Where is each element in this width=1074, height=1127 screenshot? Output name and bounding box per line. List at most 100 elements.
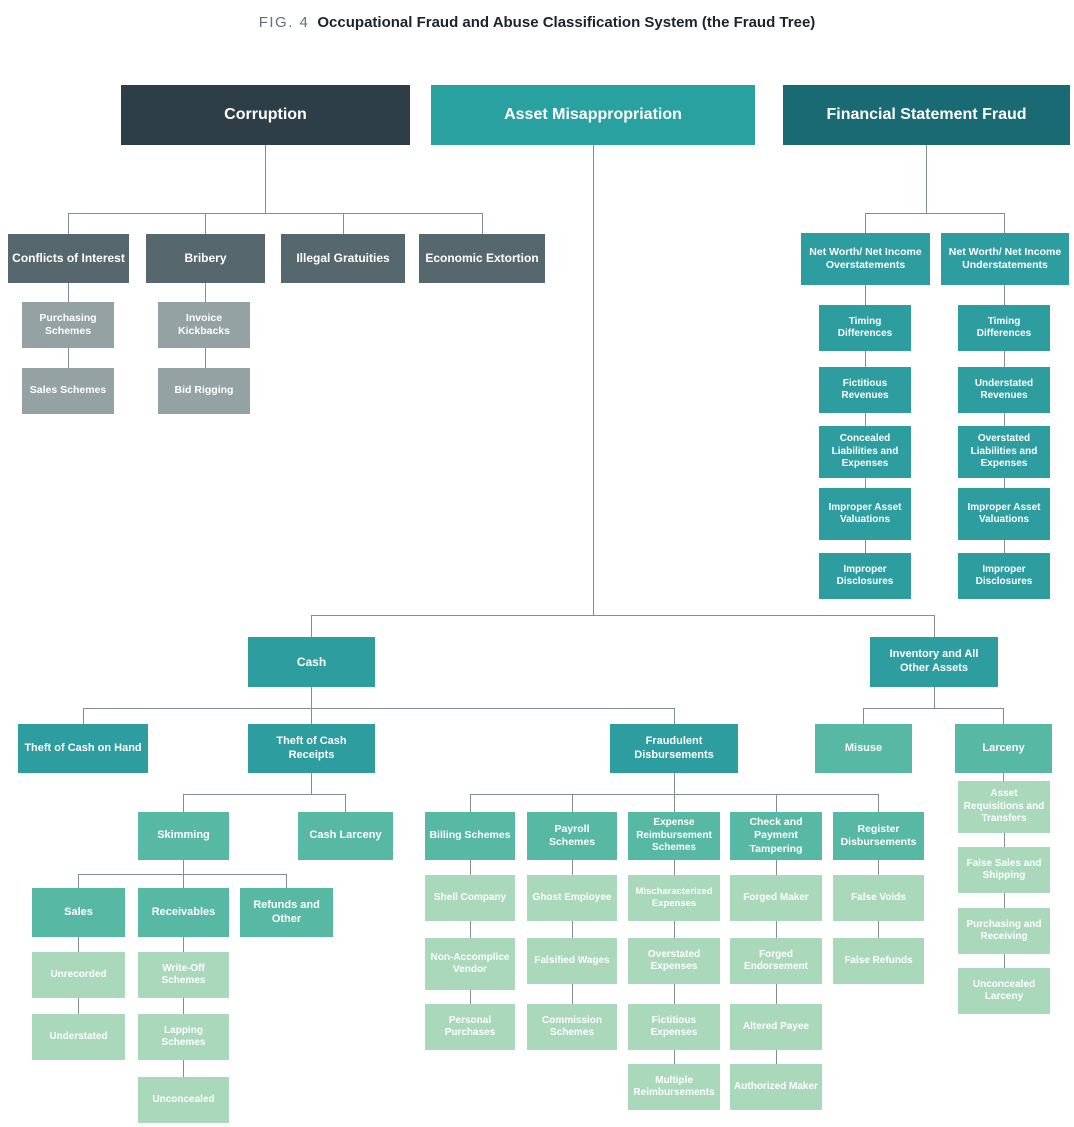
- connector-line: [183, 794, 184, 812]
- connector-line: [776, 794, 777, 812]
- connector-line: [878, 860, 879, 875]
- connector-line: [674, 1050, 675, 1064]
- node-write-off-schemes: Write-Off Schemes: [138, 952, 229, 998]
- node-improper-disclosures-overstatements: Improper Disclosures: [819, 553, 911, 599]
- connector-line: [572, 860, 573, 875]
- connector-line: [1003, 708, 1004, 724]
- node-purchasing-and-receiving: Purchasing and Receiving: [958, 908, 1050, 954]
- connector-line: [1004, 540, 1005, 553]
- connector-line: [863, 708, 864, 724]
- node-illegal-gratuities: Illegal Gratuities: [281, 234, 405, 283]
- connector-line: [78, 937, 79, 952]
- node-receivables: Receivables: [138, 888, 229, 937]
- connector-line: [674, 794, 675, 812]
- node-larceny: Larceny: [955, 724, 1052, 773]
- node-sales-schemes: Sales Schemes: [22, 368, 114, 414]
- node-asset-misappropriation: Asset Misappropriation: [431, 85, 755, 145]
- node-understated: Understated: [32, 1014, 125, 1060]
- node-refunds-and-other: Refunds and Other: [240, 888, 333, 937]
- node-non-accomplice-vendor: Non-Accomplice Vendor: [425, 938, 515, 990]
- node-concealed-liabilities-and-expenses: Concealed Liabilities and Expenses: [819, 426, 911, 478]
- node-shell-company: Shell Company: [425, 875, 515, 921]
- connector-line: [674, 921, 675, 938]
- node-personal-purchases: Personal Purchases: [425, 1004, 515, 1050]
- connector-line: [311, 708, 312, 724]
- node-asset-requisitions-and-transfers: Asset Requisitions and Transfers: [958, 781, 1050, 833]
- connector-line: [1004, 213, 1005, 233]
- connector-line: [1004, 478, 1005, 488]
- node-check-and-payment-tampering: Check and Payment Tampering: [730, 812, 822, 860]
- connector-line: [311, 615, 935, 616]
- node-overstated-liabilities-and-expenses: Overstated Liabilities and Expenses: [958, 426, 1050, 478]
- node-unrecorded: Unrecorded: [32, 952, 125, 998]
- figure-title-text: Occupational Fraud and Abuse Classificat…: [317, 14, 816, 31]
- connector-line: [83, 708, 84, 724]
- connector-line: [345, 794, 346, 812]
- connector-line: [926, 145, 927, 213]
- connector-line: [470, 921, 471, 938]
- node-false-sales-and-shipping: False Sales and Shipping: [958, 847, 1050, 893]
- node-expense-reimbursement-schemes: Expense Reimbursement Schemes: [628, 812, 720, 860]
- connector-line: [1004, 351, 1005, 367]
- connector-line: [205, 213, 206, 234]
- node-timing-differences-understatements: Timing Differences: [958, 305, 1050, 351]
- connector-line: [865, 213, 1005, 214]
- node-forged-endorsement: Forged Endorsement: [730, 938, 822, 984]
- node-commission-schemes: Commission Schemes: [527, 1004, 617, 1050]
- connector-line: [776, 921, 777, 938]
- node-improper-asset-valuations-overstatements: Improper Asset Valuations: [819, 488, 911, 540]
- connector-line: [865, 413, 866, 426]
- connector-line: [265, 145, 266, 213]
- node-multiple-reimbursements: Multiple Reimbursements: [628, 1064, 720, 1110]
- connector-line: [183, 1060, 184, 1077]
- connector-line: [674, 984, 675, 1004]
- connector-line: [776, 860, 777, 875]
- node-purchasing-schemes: Purchasing Schemes: [22, 302, 114, 348]
- connector-line: [878, 921, 879, 938]
- connector-line: [68, 213, 69, 234]
- node-altered-payee: Altered Payee: [730, 1004, 822, 1050]
- connector-line: [865, 285, 866, 305]
- node-cash-larceny: Cash Larceny: [298, 812, 393, 860]
- connector-line: [183, 860, 184, 874]
- node-mischaracterized-expenses: Mischaracterized Expenses: [628, 875, 720, 921]
- node-invoice-kickbacks: Invoice Kickbacks: [158, 302, 250, 348]
- connector-line: [776, 984, 777, 1004]
- node-authorized-maker: Authorized Maker: [730, 1064, 822, 1110]
- node-fictitious-expenses: Fictitious Expenses: [628, 1004, 720, 1050]
- connector-line: [183, 794, 346, 795]
- connector-line: [1003, 773, 1004, 781]
- connector-line: [878, 794, 879, 812]
- node-cash: Cash: [248, 637, 375, 687]
- node-inventory-and-all-other-assets: Inventory and All Other Assets: [870, 637, 998, 687]
- connector-line: [343, 213, 344, 234]
- node-lapping-schemes: Lapping Schemes: [138, 1014, 229, 1060]
- connector-line: [776, 1050, 777, 1064]
- node-bid-rigging: Bid Rigging: [158, 368, 250, 414]
- connector-line: [865, 213, 866, 233]
- connector-line: [78, 998, 79, 1014]
- connector-line: [286, 874, 287, 888]
- node-false-voids: False Voids: [833, 875, 924, 921]
- node-ghost-employee: Ghost Employee: [527, 875, 617, 921]
- connector-line: [311, 687, 312, 708]
- node-fictitious-revenues: Fictitious Revenues: [819, 367, 911, 413]
- node-false-refunds: False Refunds: [833, 938, 924, 984]
- node-improper-disclosures-understatements: Improper Disclosures: [958, 553, 1050, 599]
- node-unconcealed-larceny: Unconcealed Larceny: [958, 968, 1050, 1014]
- node-forged-maker: Forged Maker: [730, 875, 822, 921]
- node-billing-schemes: Billing Schemes: [425, 812, 515, 860]
- figure-number-label: FIG. 4: [258, 14, 310, 31]
- node-conflicts-of-interest: Conflicts of Interest: [8, 234, 129, 283]
- node-corruption: Corruption: [121, 85, 410, 145]
- connector-line: [311, 773, 312, 794]
- connector-line: [593, 145, 594, 615]
- node-unconcealed: Unconcealed: [138, 1077, 229, 1123]
- connector-line: [865, 478, 866, 488]
- connector-line: [68, 213, 483, 214]
- connector-line: [572, 984, 573, 1004]
- node-timing-differences-overstatements: Timing Differences: [819, 305, 911, 351]
- connector-line: [674, 860, 675, 875]
- node-financial-statement-fraud: Financial Statement Fraud: [783, 85, 1070, 145]
